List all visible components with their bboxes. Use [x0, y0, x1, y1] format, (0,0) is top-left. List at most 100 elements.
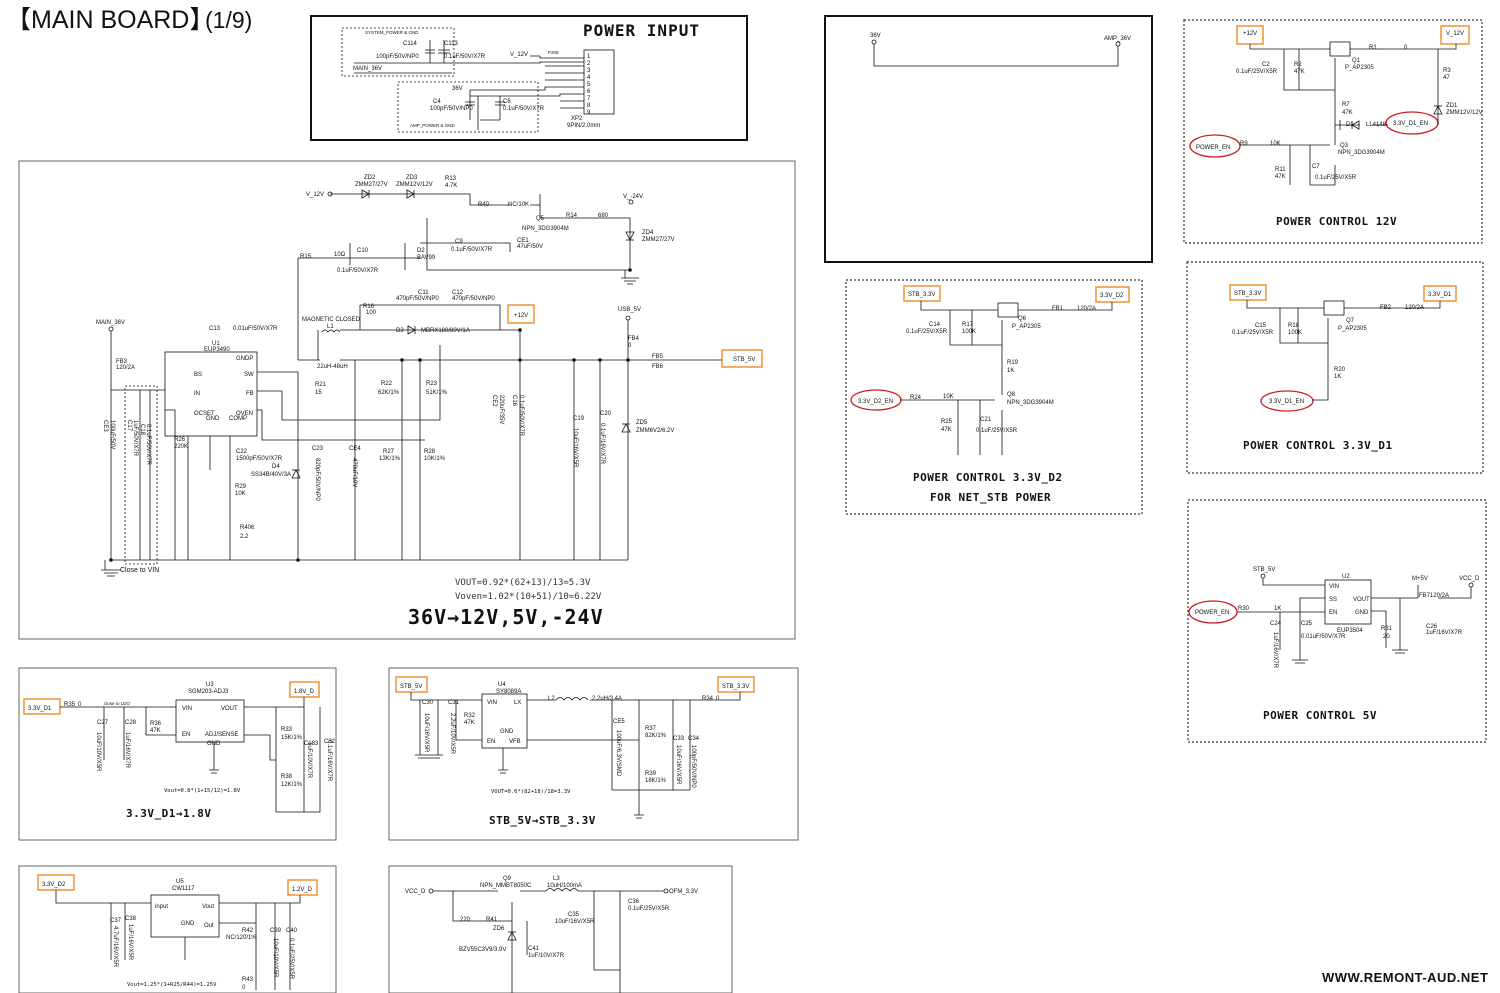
u1-pin-oven: OVEN — [236, 411, 253, 417]
part-label: C7 — [1312, 164, 1320, 170]
part-label: R32 — [464, 713, 476, 719]
u2-ref: U2 — [1342, 574, 1350, 580]
part-label: 0 — [628, 343, 632, 349]
u4-val: SY8089A — [496, 689, 521, 695]
part-label: 10K — [943, 394, 954, 400]
part-label: R24 — [910, 395, 922, 401]
u2-pin-gnd: GND — [1355, 610, 1369, 616]
part-label: 0.1uF/25V/X5R — [1232, 330, 1274, 336]
u5-pin-gnd: GND — [181, 921, 195, 927]
page-title: 【MAIN BOARD】 — [6, 6, 214, 34]
part-label: C30 — [422, 700, 434, 706]
part-label: C183 — [304, 741, 319, 747]
part-label: P_AP2305 — [1012, 324, 1041, 330]
ldo18-out: 1.8V_D — [294, 689, 315, 695]
part-label: R42 — [242, 928, 254, 934]
section-ldo-1v8: 3.3V_D1→1.8V 3.3V_D1 1.8V_D U3 SGM203-AD… — [18, 667, 337, 841]
part-label: R43 — [242, 977, 254, 983]
magnetic-closed: MAGNETIC CLOSED — [302, 317, 361, 323]
part-label: R2 — [1294, 62, 1302, 68]
part-label: D4 — [272, 464, 280, 470]
part-label: L1 — [327, 324, 334, 330]
part-label: 100uF/6.3V/SMD — [615, 730, 621, 777]
part-label: C37 — [110, 918, 122, 924]
part-label: 120/2A — [1077, 306, 1096, 312]
amp-net-amp36v: AMP_36V — [1104, 36, 1131, 42]
part-label: R41 — [486, 917, 498, 923]
part-label: C34 — [688, 736, 700, 742]
svg-text:2: 2 — [587, 61, 591, 67]
part-label: FB3 — [116, 359, 128, 365]
pcd2-in: STB_3.3V — [908, 292, 935, 298]
buck33-formula: VOUT=0.6*(82+18)/18=3.3V — [491, 789, 571, 795]
net-v12-in: V_12V — [510, 52, 528, 58]
part-label: 680 — [598, 213, 609, 219]
part-label: R13 — [445, 176, 457, 182]
part-label: D3 — [396, 328, 404, 334]
part-label: 1uF/16V/X7R — [1272, 632, 1278, 669]
ldo12-in: 3.3V_D2 — [42, 882, 66, 888]
part-label: NC/10K — [508, 202, 529, 208]
part-label: 0.1uF/16V/X7R — [326, 740, 332, 782]
part-label: 1500pF/50V/X7R — [236, 456, 283, 462]
part-label: R20 — [1334, 367, 1346, 373]
part-label: 100K — [1288, 330, 1302, 336]
pc12-d1en: 3.3V_D1_EN — [1393, 121, 1428, 127]
part-label: 10uF/16V/X5R — [423, 713, 429, 753]
part-label: 1uF/16V/X7R — [1426, 630, 1463, 636]
u4-ref: U4 — [498, 682, 506, 688]
part-label: L3 — [553, 876, 560, 882]
part-label: R18 — [1288, 323, 1300, 329]
part-label: 0 — [242, 985, 246, 991]
part-label: 0.01uF/50V/X7R — [1301, 634, 1346, 640]
part-label: CE3 — [102, 420, 108, 432]
pcd2-out: 3.3V_D2 — [1100, 293, 1124, 299]
u2-pin-vout: VOUT — [1353, 597, 1370, 603]
u2-val: EUP3504 — [1337, 628, 1363, 634]
part-label: 18K/1% — [645, 778, 667, 784]
svg-text:1: 1 — [587, 54, 591, 60]
pcd1-out: 3.3V_D1 — [1428, 292, 1452, 298]
part-label: 0.01uF/50V/X7R — [233, 326, 278, 332]
watermark: WWW.REMONT-AUD.NET — [1322, 970, 1488, 985]
part-label: R17 — [962, 322, 974, 328]
part-label: C14 — [929, 322, 941, 328]
part-label: FB4 — [628, 336, 640, 342]
part-label: P_AP2305 — [1338, 326, 1367, 332]
part-label: R29 — [235, 484, 247, 490]
c4-val: 100pF/50V/NP0 — [430, 106, 473, 112]
part-label: 0.1uF/25V/X5R — [288, 938, 294, 980]
part-label: 10K — [1270, 141, 1281, 147]
part-label: 1uF/10V/X7R — [528, 953, 565, 959]
u2-pin-ss: SS — [1329, 597, 1337, 603]
part-label: Q7 — [1346, 318, 1355, 324]
svg-text:8: 8 — [587, 103, 591, 109]
u1-pin-gndp: GNDP — [236, 356, 253, 362]
part-label: C2 — [1262, 62, 1270, 68]
part-label: R27 — [383, 449, 395, 455]
pc12-out: V_12V — [1446, 31, 1464, 37]
part-label: FB6 — [652, 364, 664, 370]
part-label: C24 — [1270, 621, 1282, 627]
part-label: R3 — [1443, 68, 1451, 74]
u1-ref: U1 — [212, 341, 220, 347]
xp2-val: 9PIN/2.0mm — [567, 123, 600, 129]
pc5-mid: M+5V — [1412, 576, 1428, 582]
part-label: BZV55C3V9/3.9V — [459, 947, 506, 953]
u3-ref: U3 — [206, 682, 214, 688]
part-label: 0 — [78, 702, 82, 708]
part-label: CE1 — [517, 238, 529, 244]
part-label: BAV99 — [417, 255, 436, 261]
section-amp: 36V AMP_36V — [824, 15, 1153, 263]
part-label: C22 — [236, 449, 248, 455]
part-label: R22 — [381, 381, 393, 387]
buck-formula-2: Voven=1.02*(10+51)/10=6.22V — [455, 592, 602, 602]
part-label: Q5 — [536, 216, 545, 222]
net-p12: +12V — [514, 313, 528, 319]
part-label: 12K/1% — [281, 782, 303, 788]
ldo18-formula: Vout=0.8*(1+15/12)=1.8V — [164, 788, 241, 794]
buck33-in: STB_5V — [400, 684, 422, 690]
